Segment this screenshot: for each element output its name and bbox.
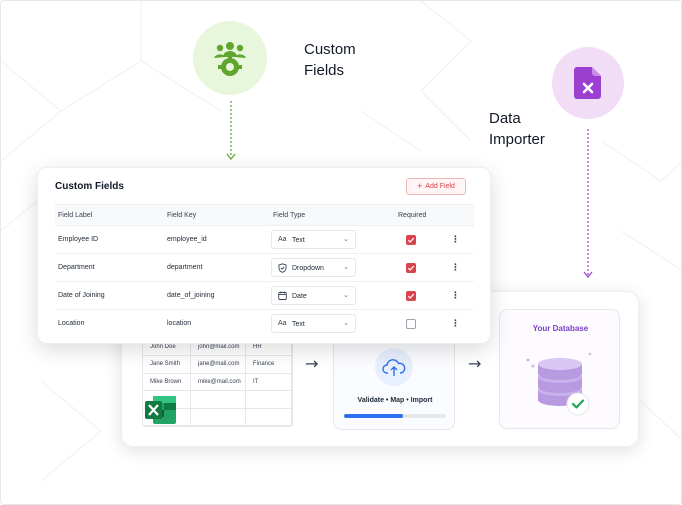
cloud-upload-icon	[382, 359, 406, 376]
sheet-cell: IT	[246, 373, 293, 391]
field-type-select[interactable]: Aa Text ⌄	[271, 314, 356, 333]
custom-fields-badge	[193, 21, 267, 95]
more-options-icon[interactable]: ⋮	[451, 318, 460, 328]
sheet-cell: Finance	[246, 356, 293, 374]
chevron-down-icon: ⌄	[343, 264, 349, 271]
excel-icon	[145, 396, 176, 424]
sheet-cell	[143, 408, 191, 426]
callout-line: Importer	[489, 131, 545, 148]
chevron-down-icon: ⌄	[343, 292, 349, 299]
text-format-icon: Aa	[278, 236, 287, 243]
field-type-value: Text	[292, 321, 305, 328]
callout-line: Data	[489, 110, 521, 127]
table-row: Location location Aa Text ⌄ ⋮	[55, 310, 474, 338]
table-header: Field Label Field Key Field Type Require…	[55, 204, 474, 226]
more-options-icon[interactable]: ⋮	[451, 290, 460, 300]
column-header: Field Type	[273, 212, 306, 219]
sheet-cell: John Doe	[143, 338, 191, 356]
chevron-down-icon: ⌄	[343, 236, 349, 243]
field-type-value: Dropdown	[292, 265, 324, 272]
field-type-value: Text	[292, 237, 305, 244]
data-importer-connector	[583, 129, 593, 278]
field-type-select[interactable]: Date ⌄	[271, 286, 356, 305]
data-importer-badge	[552, 47, 624, 119]
custom-fields-callout: Custom Fields	[304, 39, 356, 81]
arrow-right-icon: →	[305, 354, 319, 373]
file-remove-icon	[574, 67, 601, 99]
users-gear-icon	[214, 42, 246, 76]
required-checkbox[interactable]	[406, 263, 416, 273]
sheet-cell: HR	[246, 338, 293, 356]
sheet-cell: Jane Smith	[143, 356, 191, 374]
custom-fields-table: Field Label Field Key Field Type Require…	[55, 204, 474, 338]
add-field-label: Add Field	[425, 183, 455, 190]
field-type-value: Date	[292, 293, 307, 300]
sheet-cell	[246, 391, 293, 409]
field-type-select[interactable]: Dropdown ⌄	[271, 258, 356, 277]
sheet-cell	[191, 408, 246, 426]
table-row: Date of Joining date_of_joining Date ⌄ ⋮	[55, 282, 474, 310]
required-checkbox[interactable]	[406, 319, 416, 329]
database-check-icon	[526, 352, 592, 416]
custom-fields-card: Custom Fields + Add Field Field Label Fi…	[37, 167, 491, 344]
required-checkbox[interactable]	[406, 235, 416, 245]
upload-badge	[375, 348, 413, 386]
field-label: Department	[58, 264, 95, 271]
sheet-cell	[246, 408, 293, 426]
add-field-button[interactable]: + Add Field	[406, 178, 466, 195]
text-format-icon: Aa	[278, 320, 287, 327]
database-title: Your Database	[532, 324, 589, 333]
validate-map-import-label: Validate • Map • Import	[357, 397, 433, 404]
sheet-cell: Mike Brown	[143, 373, 191, 391]
shield-check-icon	[278, 263, 287, 273]
arrow-right-icon: →	[468, 354, 482, 373]
import-progress-fill	[344, 414, 404, 418]
check-icon	[407, 293, 415, 299]
custom-fields-connector	[226, 101, 236, 160]
more-options-icon[interactable]: ⋮	[451, 234, 460, 244]
more-options-icon[interactable]: ⋮	[451, 262, 460, 272]
callout-line: Custom	[304, 41, 356, 58]
plus-icon: +	[417, 181, 423, 191]
sheet-cell: jane@mail.com	[191, 356, 246, 374]
column-header: Field Key	[167, 212, 197, 219]
sheet-cell	[191, 391, 246, 409]
field-key: department	[167, 264, 203, 271]
required-checkbox[interactable]	[406, 291, 416, 301]
callout-line: Fields	[304, 62, 345, 79]
data-importer-callout: Data Importer	[489, 108, 545, 150]
check-icon	[407, 237, 415, 243]
column-header: Field Label	[58, 212, 93, 219]
field-label: Date of Joining	[58, 292, 105, 299]
field-key: location	[167, 320, 192, 327]
table-row: Employee ID employee_id Aa Text ⌄ ⋮	[55, 226, 474, 254]
import-progress-bar	[344, 414, 446, 418]
sheet-cell: mike@mail.com	[191, 373, 246, 391]
database-step: Your Database	[499, 309, 620, 429]
field-key: employee_id	[167, 236, 207, 243]
field-key: date_of_joining	[167, 292, 215, 299]
field-label: Location	[58, 320, 85, 327]
field-type-select[interactable]: Aa Text ⌄	[271, 230, 356, 249]
field-label: Employee ID	[58, 236, 99, 243]
table-row: Department department Dropdown ⌄ ⋮	[55, 254, 474, 282]
check-icon	[407, 265, 415, 271]
chevron-down-icon: ⌄	[343, 320, 349, 327]
card-title: Custom Fields	[55, 181, 124, 192]
sheet-cell: john@mail.com	[191, 338, 246, 356]
column-header: Required	[398, 212, 427, 219]
calendar-icon	[278, 291, 287, 300]
